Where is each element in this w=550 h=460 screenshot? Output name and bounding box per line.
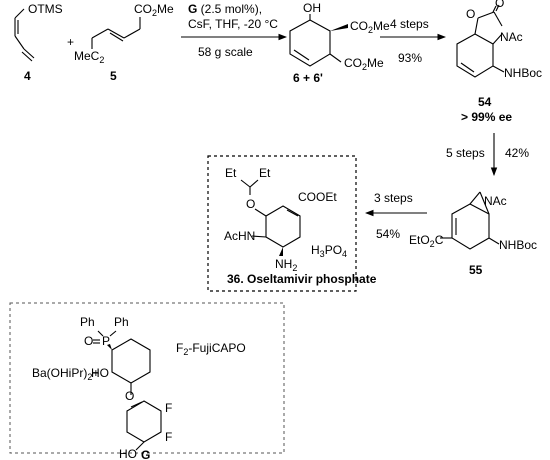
co2me-tail: Me [157, 2, 174, 16]
ring-oxygen: O [466, 7, 475, 21]
nh2-text: NH [275, 257, 292, 271]
ethyl-1: Et [225, 166, 237, 180]
svg-text:F2-FujiCAPO: F2-FujiCAPO [176, 341, 246, 357]
oseltamivir-label: 36. Oseltamivir phosphate [227, 272, 377, 286]
catalyst-loading: (2.5 mol%), [197, 2, 262, 16]
arrow-4-above: 3 steps [374, 191, 413, 205]
svg-text:NH2: NH2 [275, 257, 297, 273]
plus-sign: + [67, 35, 74, 49]
aryl-ether-oxygen: O [125, 389, 134, 403]
otms-label: OTMS [28, 2, 63, 16]
arrow-3: 5 steps 42% [446, 133, 529, 177]
svg-text:G (2.5 mol%),: G (2.5 mol%), [188, 2, 262, 16]
co2me-upper-sub: 2 [368, 25, 373, 35]
arrow-4: 3 steps 54% [364, 191, 427, 241]
svg-text:Ba(OHiPr)2+: Ba(OHiPr)2+ [32, 366, 99, 382]
fujicapo-sub: 2 [183, 347, 188, 357]
compound-55: NAc NHBoc EtO2C 55 [409, 191, 537, 277]
co2me-lower: CO [344, 56, 362, 70]
svg-text:H3PO4: H3PO4 [311, 243, 347, 259]
arrow-4-below: 54% [376, 227, 400, 241]
compound-6-number: 6 + 6' [293, 71, 323, 85]
carbonyl-oxygen: O [495, 0, 504, 10]
meco-text: MeC [74, 49, 100, 63]
barium-sub: 2 [87, 372, 92, 382]
compound-6: OH CO2Me CO2Me 6 + 6' [289, 1, 390, 85]
compound-4: OTMS 4 [14, 2, 63, 83]
arrow-2: 4 steps 93% [380, 17, 447, 65]
arrow-1: G (2.5 mol%), CsF, THF, -20 °C 58 g scal… [181, 2, 288, 59]
conditions-line2: CsF, THF, -20 °C [188, 17, 278, 31]
ee-value: > 99% ee [461, 110, 512, 124]
nh2-sub: 2 [292, 263, 297, 273]
nhboc-label: NHBoc [504, 66, 542, 80]
svg-text:CO2Me: CO2Me [350, 19, 390, 35]
arrow-2-below: 93% [398, 51, 422, 65]
catalyst-g-number: G [141, 448, 150, 460]
barium-plus: + [92, 366, 99, 380]
catalyst-g-label: G [188, 2, 197, 16]
fujicapo-f: F [176, 341, 183, 355]
ethyl-2: Et [259, 166, 271, 180]
compound-36-box: Et Et O COOEt AcHN NH2 H3PO4 36. Oseltam… [207, 155, 377, 292]
phenyl-2: Ph [114, 315, 129, 329]
compound-5-number: 5 [110, 69, 117, 83]
oh-label: OH [303, 1, 321, 15]
fluorine-2: F [165, 430, 172, 444]
cooet-label: COOEt [298, 190, 337, 204]
ho-aryl: HO [119, 447, 137, 460]
co2me-lower-sub: 2 [362, 62, 367, 72]
eto2c-sub: 2 [430, 239, 435, 249]
arrow-3-left: 5 steps [446, 146, 485, 160]
svg-text:CO2Me: CO2Me [344, 56, 384, 72]
fluorine-1: F [165, 401, 172, 415]
barium-reagent: Ba(OHiPr) [32, 366, 87, 380]
fujicapo-tail: -FujiCAPO [188, 341, 245, 355]
co2me-text: CO [134, 2, 152, 16]
phosphine-oxide-oxygen: O [84, 334, 93, 348]
nhboc-label-55: NHBoc [499, 238, 537, 252]
eto2c-text: EtO [409, 233, 430, 247]
compound-4-number: 4 [24, 69, 31, 83]
arrow-3-right: 42% [505, 146, 529, 160]
svg-text:EtO2C: EtO2C [409, 233, 444, 249]
h3po4-po: PO [325, 243, 342, 257]
conditions-scale: 58 g scale [198, 45, 253, 59]
svg-text:CO2Me: CO2Me [134, 2, 174, 18]
achn-label: AcHN [224, 229, 255, 243]
compound-5: CO2Me MeC2 5 [74, 2, 174, 83]
compound-54-number: 54 [478, 95, 492, 109]
co2me-upper-tail: Me [373, 19, 390, 33]
compound-54: O O NAc NHBoc 54 > 99% ee [456, 0, 542, 124]
h3po4-3: 3 [320, 249, 325, 259]
aziridine-nac: NAc [484, 194, 507, 208]
phosphorus-atom: P [102, 334, 110, 348]
ether-oxygen: O [246, 197, 255, 211]
catalyst-g-box: Ph Ph O P Ba(OHiPr)2+ HO O HO F F F2-Fuj… [9, 302, 285, 460]
svg-text:MeC2: MeC2 [74, 49, 104, 65]
co2me-lower-tail: Me [367, 56, 384, 70]
arrow-2-above: 4 steps [390, 17, 429, 31]
meco-sub: 2 [99, 55, 104, 65]
ho-ring: HO [91, 366, 109, 380]
co2me-upper: CO [350, 19, 368, 33]
compound-55-number: 55 [469, 263, 483, 277]
h3po4-h: H [311, 243, 320, 257]
eto2c-tail: C [435, 233, 444, 247]
co2me-sub: 2 [152, 8, 157, 18]
nac-label: NAc [500, 30, 523, 44]
phenyl-1: Ph [80, 315, 95, 329]
h3po4-4: 4 [342, 249, 347, 259]
